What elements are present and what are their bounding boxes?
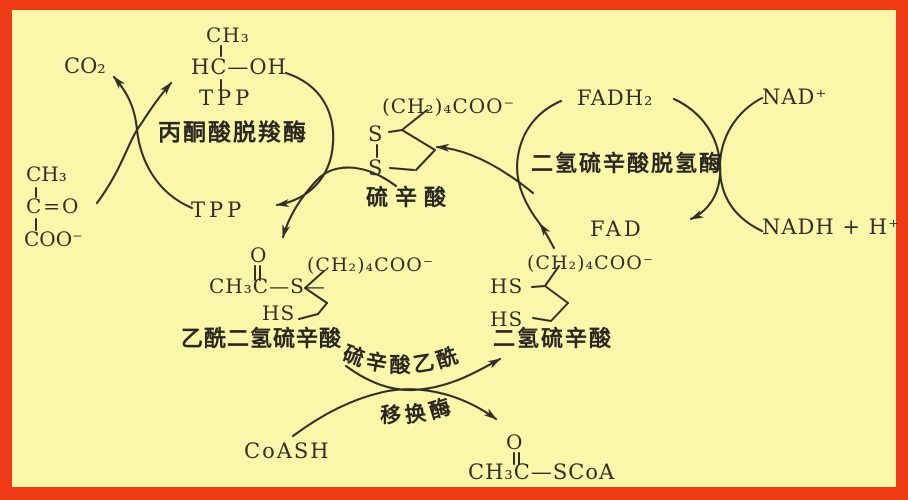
acetyl-dihydrolipoate-acetyl: CH₃C—S— — [209, 274, 326, 298]
dihydrolipoate-name-label: 二氢硫辛酸 — [493, 326, 614, 351]
diagram-background — [12, 10, 896, 487]
tpp-label: TPP — [191, 198, 246, 222]
pyruvate-ch3: CH₃ — [26, 162, 67, 186]
bond — [532, 317, 552, 322]
bond-group — [35, 45, 569, 465]
bond — [401, 129, 436, 151]
arrow-lipoate-in — [281, 166, 398, 239]
arrow-dehydrogenase-cycle-left-arc — [516, 99, 563, 226]
co2-label: CO₂ — [64, 54, 106, 78]
acetyl-dihydrolipoate-o: O — [250, 243, 267, 267]
pyruvate-coo: COO⁻ — [24, 227, 83, 251]
transacetylase-name-line1: 硫辛酸乙酰 — [340, 341, 465, 377]
acetyl-coa-formula: CH₃C—SCoA — [468, 460, 616, 484]
acetyl-dihydrolipoate-name-label: 乙酰二氢硫辛酸 — [181, 326, 343, 351]
bond — [415, 149, 436, 171]
acetyl-dihydrolipoate-hs: HS — [262, 301, 296, 325]
arrow-pyruvate-in — [95, 81, 173, 205]
transacetylase-name-line2: 移换酶 — [380, 393, 458, 428]
bond — [550, 302, 569, 322]
nad-label: NAD⁺ — [762, 85, 828, 109]
lipoate-s-top: S — [368, 122, 383, 146]
bond — [389, 167, 415, 171]
transacetylase-name-line1-text: 硫辛酸乙酰 — [340, 341, 461, 377]
bond — [388, 129, 403, 133]
arrow-group — [95, 71, 764, 438]
bond — [298, 313, 319, 320]
acetyl-coa-o: O — [506, 430, 523, 454]
bond — [401, 109, 428, 131]
pyruvate-co: C=O — [26, 194, 81, 218]
pyruvate-decarboxylase-label: 丙酮酸脱羧酶 — [158, 119, 308, 145]
arrow-co2-out — [112, 75, 194, 210]
bond — [531, 285, 546, 288]
coash-label: CoASH — [244, 439, 331, 463]
fadh2-label: FADH₂ — [577, 86, 654, 110]
lipoate-chain-formula: (CH₂)₄COO⁻ — [382, 94, 516, 118]
lipoate-name-label: 硫辛酸 — [366, 185, 454, 210]
bond — [304, 270, 325, 289]
hydroxyethyl-tpp-ch3: CH₃ — [206, 23, 250, 47]
arrow-nad-nadh — [718, 96, 764, 233]
acetyl-dihydrolipoate-chain: (CH₂)₄COO⁻ — [307, 254, 434, 276]
dihydrolipoate-hs-bottom: HS — [490, 307, 524, 331]
fad-label: FAD — [590, 217, 644, 241]
nadh-label: NADH + H⁺ — [762, 215, 901, 239]
dihydrolipoyl-dehydrogenase-label: 二氢硫辛酸脱氢酶 — [531, 151, 724, 176]
arrow-dihydrolipoate-up — [538, 222, 556, 250]
dihydrolipoate-chain: (CH₂)₄COO⁻ — [527, 252, 654, 274]
arrow-transacetylase-lower — [291, 388, 498, 438]
hydroxyethyl-tpp-tpp: TPP — [199, 86, 254, 110]
arrow-lipoate-regenerated — [435, 143, 535, 195]
bond — [544, 265, 560, 287]
bond — [544, 285, 569, 304]
transacetylase-name-line2-text: 移换酶 — [380, 393, 453, 428]
lipoate-s-bottom: S — [368, 156, 383, 180]
bond — [304, 287, 328, 304]
arrow-decarboxylase-cycle-right-arc — [275, 71, 335, 208]
bond — [317, 302, 328, 315]
dihydrolipoate-hs-top: HS — [490, 274, 524, 298]
hydroxyethyl-tpp-hcoh: HC—OH — [191, 55, 287, 79]
